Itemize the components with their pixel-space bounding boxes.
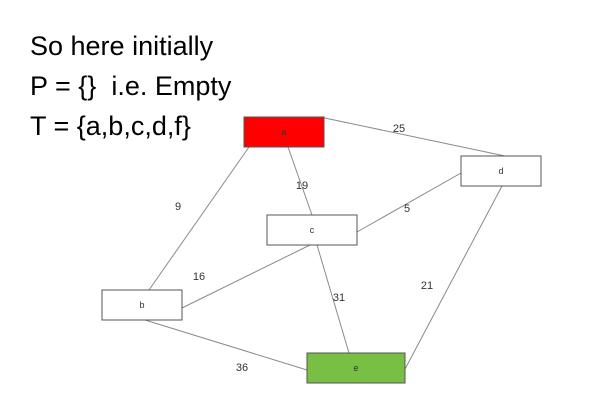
node-box-b [101,289,183,321]
node-a: a [243,116,325,148]
caption-line-2: P = {} i.e. Empty [30,71,232,101]
edge-a-b [148,146,250,291]
node-c: c [266,214,358,246]
node-d: d [460,155,542,187]
node-box-c [266,214,358,246]
edge-weight-a-b: 9 [175,201,181,213]
caption-text: So here initially P = {} i.e. Empty T = … [30,26,231,146]
edge-weight-c-e: 31 [333,292,345,304]
edge-labels-layer: 25 19 9 5 16 31 21 36 [175,123,433,374]
node-label-b: b [139,300,144,310]
edge-weight-c-d: 5 [404,203,410,215]
edges-layer [144,116,506,372]
node-label-e: e [353,363,358,373]
edge-weight-d-e: 21 [421,280,433,292]
node-label-c: c [310,225,315,235]
node-box-a [243,116,325,148]
edge-b-e [144,319,308,371]
edge-c-b [181,244,311,309]
edge-a-d [319,116,506,157]
node-e: e [306,352,406,384]
edge-c-e [316,244,350,354]
node-b: b [101,289,183,321]
edge-d-e [403,185,503,372]
node-label-d: d [498,166,503,176]
node-box-e [306,352,406,384]
edge-weight-b-e: 36 [236,362,248,374]
edge-c-d [356,172,462,233]
edge-weight-a-c: 19 [296,180,308,192]
caption-line-3: T = {a,b,c,d,f} [30,111,191,141]
nodes-layer: a b c d e [101,116,542,384]
edge-a-c [287,146,313,216]
edge-weight-a-d: 25 [393,123,405,135]
node-box-d [460,155,542,187]
node-label-a: a [281,127,286,137]
caption-line-1: So here initially [30,31,214,61]
edge-weight-c-b: 16 [193,271,205,283]
